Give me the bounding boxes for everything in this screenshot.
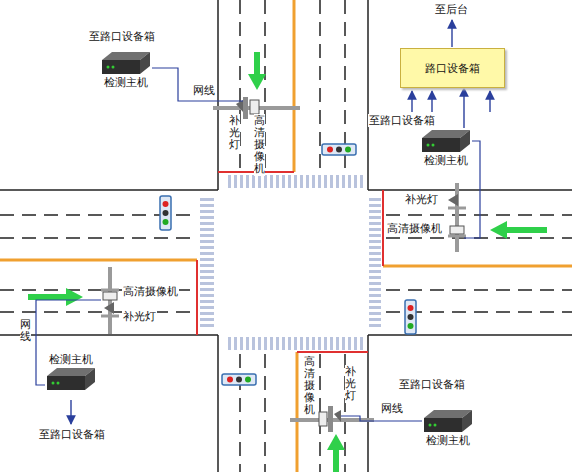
part-label: 补光灯 [345,365,356,403]
part-label: 高清摄像机 [254,114,265,176]
crosswalk [369,196,381,330]
traffic-light [222,374,256,385]
part-label: 至路口设备箱 [38,428,106,441]
part-label: 至路口设备箱 [398,378,466,391]
part-label: 至路口设备箱 [88,30,156,43]
part-label: 至路口设备箱 [368,114,436,127]
detection-host: 检测主机 [100,50,152,89]
traffic-light [405,300,416,334]
part-label: 至后台 [434,3,469,16]
host-label: 检测主机 [426,434,470,447]
box-label: 路口设备箱 [425,62,480,75]
part-label: 高清摄像机 [122,285,179,298]
traffic-light [322,144,356,155]
camera-pole [101,267,119,334]
part-label: 网线 [192,84,216,97]
part-label: 补光灯 [229,114,240,152]
part-label: 高清摄像机 [386,222,443,235]
traffic-light [160,196,171,230]
detection-host: 检测主机 [420,128,472,167]
detection-host: 检测主机 [422,408,474,447]
detection-host-icon [45,366,97,392]
detection-host-icon [420,128,472,154]
camera-pole [448,183,466,252]
part-label: 补光灯 [122,310,157,323]
equipment-box: 路口设备箱 [400,48,505,88]
detection-host: 检测主机 [45,353,97,392]
host-label: 检测主机 [49,353,93,366]
part-label: 高清摄像机 [304,355,315,417]
crosswalk [225,337,363,350]
network-cable [36,68,480,421]
detection-host-icon [422,408,474,434]
host-label: 检测主机 [424,154,468,167]
camera-pole [290,406,374,432]
part-label: 网线 [380,402,404,415]
crosswalk [200,196,214,330]
signal-connector [463,88,464,128]
part-label: 补光灯 [404,193,439,206]
traffic-direction-arrow [28,52,547,472]
host-label: 检测主机 [104,76,148,89]
crosswalk [225,175,363,188]
stop-lines [197,172,383,352]
detection-host-icon [100,50,152,76]
part-label: 网线 [20,318,31,344]
